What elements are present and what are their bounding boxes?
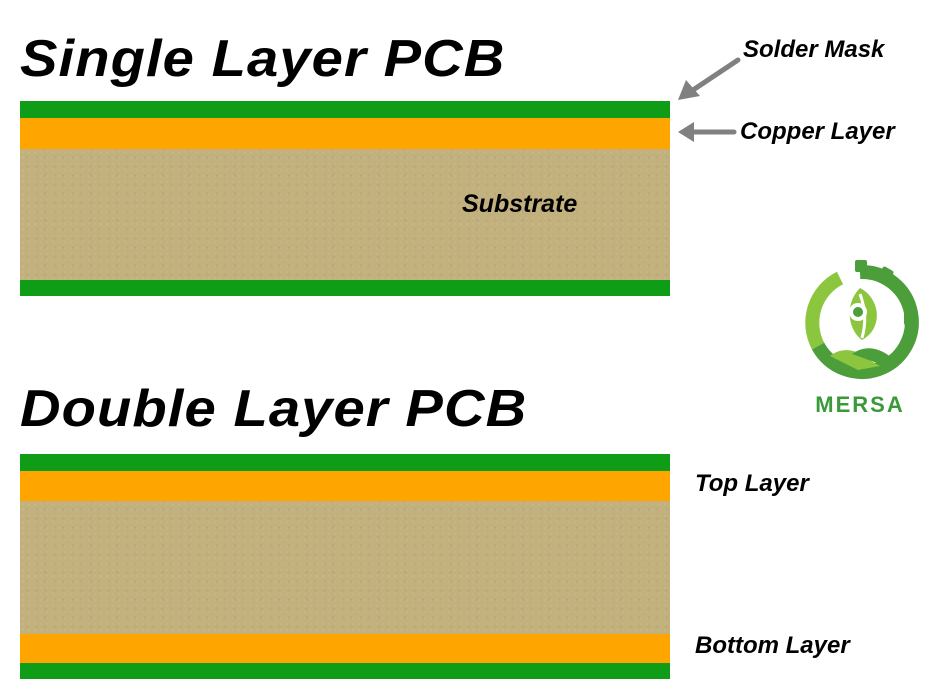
bottom-solder-mask-layer <box>20 280 670 296</box>
bottom-copper-layer <box>20 634 670 663</box>
substrate-layer <box>20 501 670 634</box>
copper-layer-label: Copper Layer <box>740 118 895 145</box>
mersa-logo-icon <box>805 260 919 379</box>
substrate-label: Substrate <box>462 190 578 218</box>
top-layer-label: Top Layer <box>695 470 809 497</box>
solder-mask-label: Solder Mask <box>743 36 885 63</box>
single-layer-title: Single Layer PCB <box>20 30 506 88</box>
bottom-layer-label: Bottom Layer <box>695 632 850 659</box>
mersa-logo: MERSA <box>800 258 920 418</box>
mersa-logo-text: MERSA <box>815 392 905 417</box>
solder-mask-arrow-icon <box>678 57 741 100</box>
substrate-layer <box>20 149 670 280</box>
top-solder-mask-layer <box>20 454 670 471</box>
copper-layer <box>20 118 670 149</box>
top-solder-mask-layer <box>20 101 670 118</box>
copper-layer-arrow-icon <box>678 122 737 142</box>
bottom-solder-mask-layer <box>20 663 670 679</box>
double-layer-title: Double Layer PCB <box>20 380 528 438</box>
top-copper-layer <box>20 471 670 501</box>
